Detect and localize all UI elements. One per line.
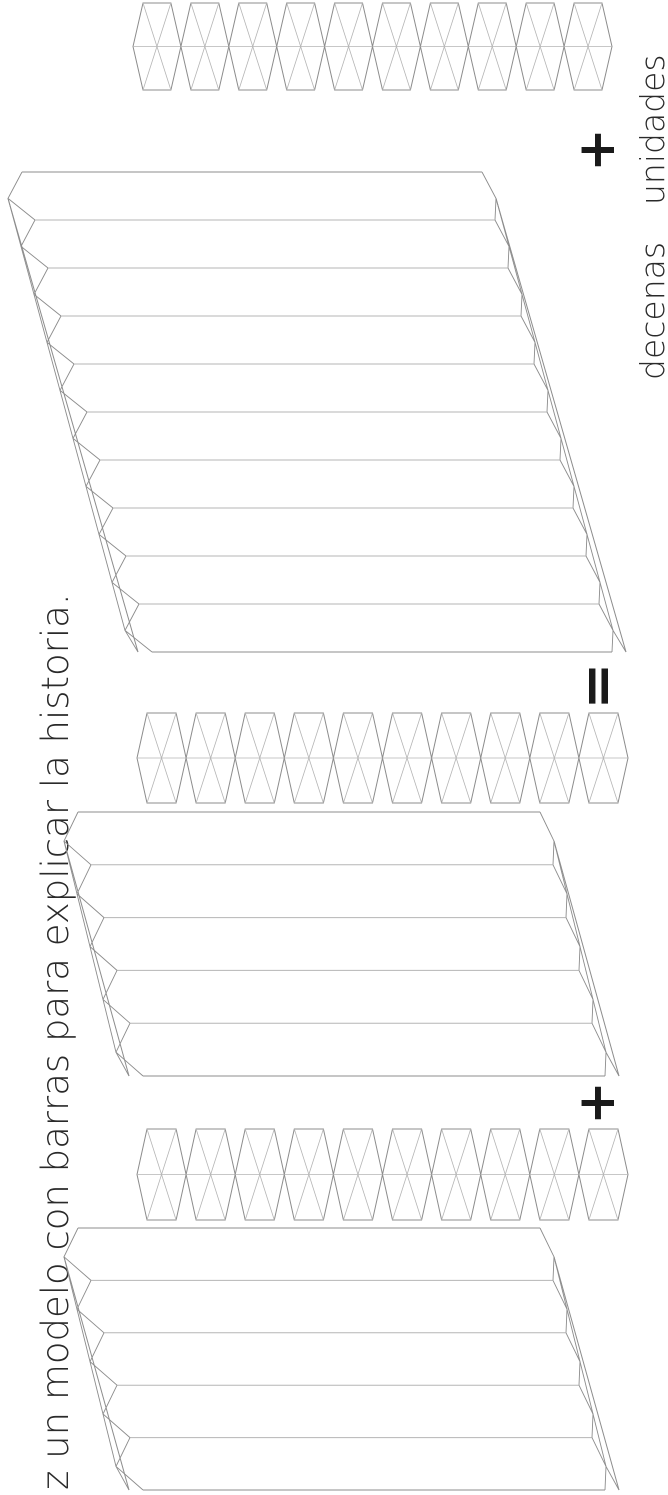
- plus-sign: +: [567, 1081, 627, 1125]
- first-unit-cube-7: [432, 1129, 481, 1220]
- second-unit-cube-1: [137, 713, 186, 803]
- sum-ten-bar-10: [125, 604, 626, 652]
- sum-ten-bar-7: [86, 460, 587, 534]
- second-unit-cube-3: [235, 713, 284, 803]
- key-unit-cube-6: [373, 3, 421, 90]
- plus-sign-key: +: [567, 128, 627, 172]
- unit-cubes-first-addend: [137, 1129, 628, 1220]
- sum-ten-bar-4: [47, 316, 548, 390]
- first-ten-bar-4: [103, 1385, 606, 1466]
- first-unit-cube-1: [137, 1129, 186, 1220]
- sum-ten-bar-2: [21, 220, 522, 294]
- second-unit-cube-4: [284, 713, 333, 803]
- tens-bars-sum: [8, 172, 626, 652]
- second-ten-bar-4: [103, 970, 606, 1052]
- second-unit-cube-5: [333, 713, 382, 803]
- second-unit-cube-8: [481, 713, 530, 803]
- second-unit-cube-6: [383, 713, 432, 803]
- first-ten-bar-1: [64, 1228, 567, 1309]
- first-unit-cube-5: [333, 1129, 382, 1220]
- key-unit-cube-3: [229, 3, 277, 90]
- first-unit-cube-10: [579, 1129, 628, 1220]
- tens-label: decenas: [633, 242, 668, 380]
- second-ten-bar-2: [77, 865, 580, 947]
- second-unit-cube-2: [186, 713, 235, 803]
- first-unit-cube-8: [481, 1129, 530, 1220]
- unit-cubes-key: [133, 3, 612, 90]
- second-unit-cube-9: [530, 713, 579, 803]
- unit-cubes-second-addend: [137, 713, 628, 803]
- instruction-text: z un modelo con barras para explicar la …: [34, 593, 77, 1490]
- tens-bars-first-addend: [64, 1228, 619, 1490]
- first-unit-cube-9: [530, 1129, 579, 1220]
- key-unit-cube-4: [277, 3, 325, 90]
- first-unit-cube-4: [284, 1129, 333, 1220]
- sum-ten-bar-9: [112, 556, 613, 630]
- first-ten-bar-2: [77, 1280, 580, 1361]
- key-unit-cube-10: [564, 3, 612, 90]
- first-unit-cube-6: [383, 1129, 432, 1220]
- second-unit-cube-10: [579, 713, 628, 803]
- key-unit-cube-1: [133, 3, 181, 90]
- first-unit-cube-2: [186, 1129, 235, 1220]
- sum-ten-bar-5: [60, 364, 561, 438]
- key-unit-cube-5: [325, 3, 373, 90]
- ones-label: unidades: [633, 54, 668, 205]
- first-ten-bar-3: [90, 1333, 593, 1414]
- sum-ten-bar-6: [73, 412, 574, 486]
- key-unit-cube-8: [468, 3, 516, 90]
- first-ten-bar-5: [116, 1438, 619, 1490]
- sum-ten-bar-3: [34, 268, 535, 342]
- tens-bars-second-addend: [64, 812, 619, 1076]
- second-ten-bar-5: [116, 1023, 619, 1076]
- equals-sign: =: [565, 663, 630, 710]
- second-ten-bar-3: [90, 918, 593, 1000]
- key-unit-cube-7: [420, 3, 468, 90]
- key-unit-cube-2: [181, 3, 229, 90]
- sum-ten-bar-8: [99, 508, 600, 582]
- key-unit-cube-9: [516, 3, 564, 90]
- first-unit-cube-3: [235, 1129, 284, 1220]
- second-unit-cube-7: [432, 713, 481, 803]
- sum-ten-bar-1: [8, 172, 509, 246]
- second-ten-bar-1: [64, 812, 567, 894]
